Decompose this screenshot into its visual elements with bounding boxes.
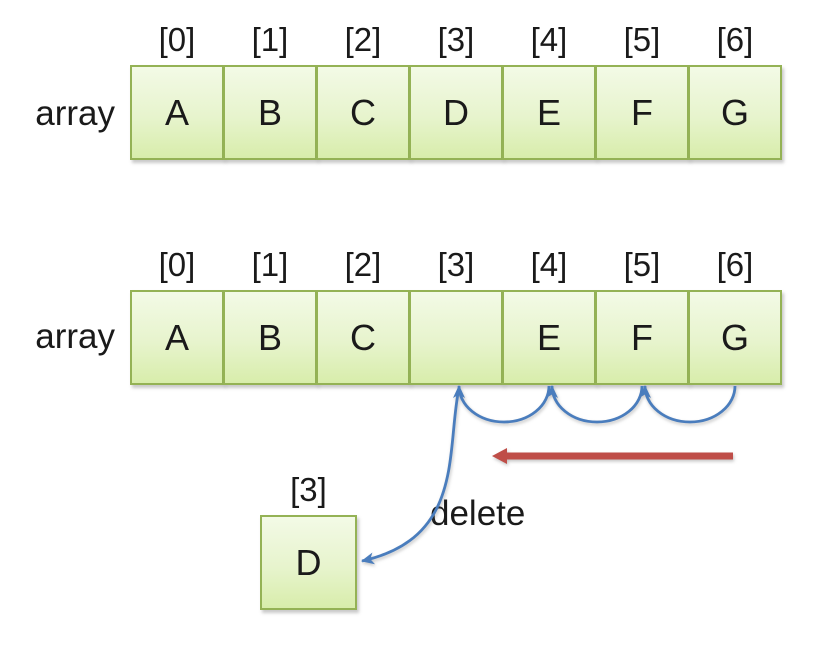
index-label: [5] xyxy=(623,246,661,283)
array-cell: B xyxy=(223,290,317,385)
index-label: [3] xyxy=(437,21,475,58)
index-label: [6] xyxy=(716,246,754,283)
index-label: [3] xyxy=(437,246,475,283)
array-row-after-delete: [0] A [1] B [2] C [3] [4] E [5] F [6] G xyxy=(130,245,782,385)
array-slot: [5] F xyxy=(595,20,689,160)
deleted-element-group: [3] D xyxy=(260,470,357,610)
array-cell: A xyxy=(130,290,224,385)
array-cell: C xyxy=(316,290,410,385)
array-cell: G xyxy=(688,290,782,385)
index-label: [4] xyxy=(530,21,568,58)
array-cell: F xyxy=(595,65,689,160)
array-cell: F xyxy=(595,290,689,385)
delete-annotation: delete xyxy=(430,494,526,533)
shift-arc-6-to-5-icon xyxy=(639,385,737,424)
shift-arc-4-to-3-icon xyxy=(453,385,551,424)
array-slot: [0] A xyxy=(130,245,224,385)
array-slot: [1] B xyxy=(223,245,317,385)
array-slot: [4] E xyxy=(502,20,596,160)
index-label: [1] xyxy=(251,246,289,283)
delete-curve-arrow-icon xyxy=(361,387,461,565)
array-row-original: [0] A [1] B [2] C [3] D [4] E [5] F [6] … xyxy=(130,20,782,160)
index-label: [2] xyxy=(344,246,382,283)
index-label: [1] xyxy=(251,21,289,58)
array-slot: [3] D xyxy=(409,20,503,160)
array-label-original: array xyxy=(35,94,115,133)
index-label: [6] xyxy=(716,21,754,58)
deleted-value-box: D xyxy=(260,515,357,610)
index-label: [0] xyxy=(158,21,196,58)
array-slot: [4] E xyxy=(502,245,596,385)
index-label: [0] xyxy=(158,246,196,283)
array-label-after-delete: array xyxy=(35,317,115,356)
array-cell: A xyxy=(130,65,224,160)
index-label: [4] xyxy=(530,246,568,283)
array-cell: E xyxy=(502,290,596,385)
array-cell-empty xyxy=(409,290,503,385)
array-slot: [2] C xyxy=(316,20,410,160)
array-cell: E xyxy=(502,65,596,160)
array-slot: [6] G xyxy=(688,20,782,160)
array-slot: [5] F xyxy=(595,245,689,385)
array-cell: B xyxy=(223,65,317,160)
array-slot: [0] A xyxy=(130,20,224,160)
array-cell: G xyxy=(688,65,782,160)
array-cell: D xyxy=(409,65,503,160)
array-slot: [2] C xyxy=(316,245,410,385)
array-slot: [3] xyxy=(409,245,503,385)
index-label: [5] xyxy=(623,21,661,58)
array-slot: [6] G xyxy=(688,245,782,385)
index-label: [2] xyxy=(344,21,382,58)
array-cell: C xyxy=(316,65,410,160)
deleted-index-label: [3] xyxy=(290,471,327,508)
shift-arc-5-to-4-icon xyxy=(546,385,644,424)
array-slot: [1] B xyxy=(223,20,317,160)
